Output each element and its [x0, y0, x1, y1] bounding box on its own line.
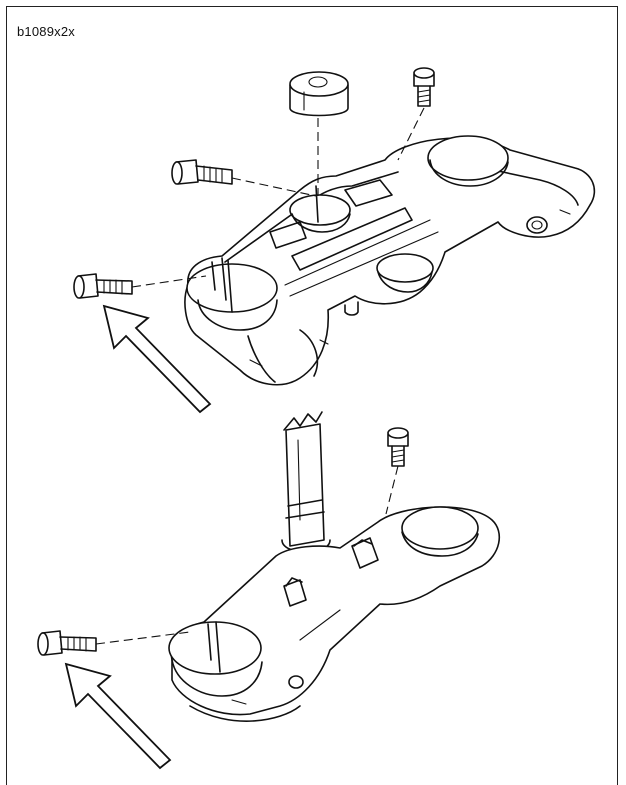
lower-yoke — [168, 506, 501, 722]
steering-stem-cap-nut — [289, 71, 349, 117]
pinch-bolt-lower-left — [37, 630, 97, 656]
pinch-bolt-upper-left — [73, 273, 133, 299]
pinch-bolt-lower-right — [387, 427, 409, 467]
pinch-bolt-upper-middle — [171, 159, 233, 185]
figure-frame — [6, 6, 618, 785]
pinch-bolt-top-right — [413, 67, 435, 107]
figure-reference-code: b1089x2x — [17, 24, 75, 39]
steering-stem — [281, 411, 331, 553]
pointer-arrow-upper — [102, 304, 212, 414]
upper-yoke — [184, 135, 596, 386]
upper-alignment-lines — [131, 107, 425, 288]
pointer-arrow-lower — [64, 662, 172, 770]
lower-alignment-lines — [95, 465, 399, 645]
